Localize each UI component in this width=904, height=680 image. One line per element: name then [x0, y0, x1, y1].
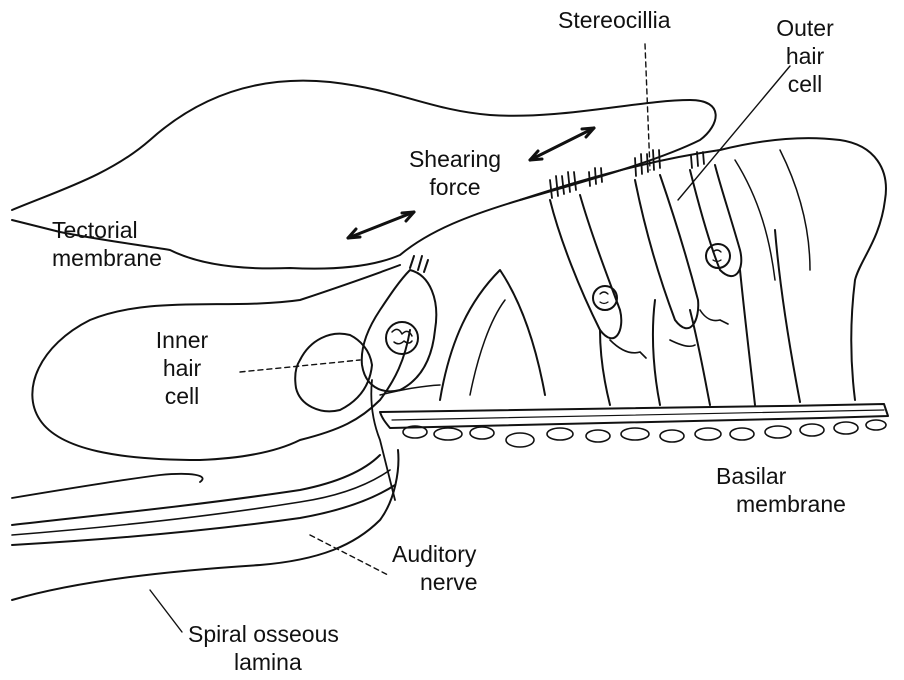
- lower-lamina-lip: [12, 474, 203, 498]
- label-auditory-nerve: Auditory nerve: [392, 540, 478, 596]
- inner-sulcus-cells: [295, 334, 372, 412]
- supporting-cell-2: [653, 300, 660, 405]
- label-basilar-membrane: Basilar membrane: [716, 462, 846, 518]
- auditory-nerve-bundle: [12, 455, 380, 525]
- outer-hair-cell-2: [635, 175, 698, 328]
- label-tectorial-membrane: Tectorial membrane: [52, 216, 162, 272]
- label-stereocilia: Stereocillia: [558, 6, 671, 34]
- supporting-cell-3: [690, 310, 710, 405]
- outer-hair-cell-nucleus-1: [593, 286, 617, 310]
- label-spiral-osseous-lamina: Spiral osseous lamina: [188, 620, 339, 676]
- outer-hair-cell-3: [690, 165, 741, 276]
- spiral-osseous-lamina: [12, 450, 398, 600]
- label-inner-hair-cell: Inner hair cell: [144, 326, 220, 410]
- spiral-limbus-outline: [32, 265, 410, 460]
- inner-stereocilia: [410, 256, 428, 272]
- nerve-endings-outer: [610, 310, 728, 358]
- supporting-cell-4: [740, 270, 755, 405]
- outer-hair-cell-1: [550, 195, 621, 338]
- tunnel-of-corti: [440, 270, 545, 400]
- reticular-lamina: [520, 150, 720, 200]
- supporting-cell-1: [600, 330, 610, 405]
- label-shearing-force: Shearing force: [396, 145, 514, 201]
- inner-hair-cell-nucleus: [386, 322, 418, 354]
- supporting-cell-5: [775, 230, 800, 402]
- nerve-fibers-inner: [371, 380, 395, 500]
- basilar-membrane-cells: [403, 420, 886, 447]
- label-outer-hair-cell: Outer hair cell: [775, 14, 835, 98]
